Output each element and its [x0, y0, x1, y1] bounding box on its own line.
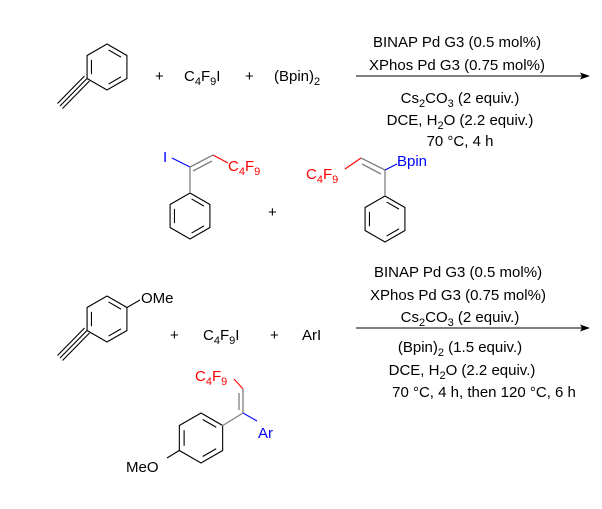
arrow-head	[580, 324, 590, 332]
reagent-c4f9i: C4F9I	[203, 327, 239, 347]
product-aryl-alkene: C4F9 Ar MeO	[126, 368, 273, 476]
plus-sign: +	[155, 68, 164, 85]
benzene-ring-product-1	[169, 192, 211, 240]
benzene-ring-phenylacetylene	[86, 43, 128, 91]
reagent-c4f9i: C4F9I	[184, 68, 220, 88]
arrow-head	[580, 72, 590, 80]
reaction-2: OMe + C4F9I + ArI BINAP Pd G3 (0.5 mol%)…	[57, 264, 590, 476]
plus-sign: +	[170, 327, 179, 344]
condition-solvent: DCE, H2O (2.2 equiv.)	[389, 362, 536, 382]
phenylacetylene	[57, 75, 90, 109]
iodo-label: I	[163, 149, 167, 166]
benzene-ring-product-2	[364, 195, 406, 243]
condition-catalyst-2: XPhos Pd G3 (0.75 mol%)	[369, 57, 545, 74]
methoxy-label: OMe	[141, 290, 174, 307]
aryl-label: Ar	[258, 425, 273, 442]
plus-sign: +	[245, 68, 254, 85]
condition-catalyst-2: XPhos Pd G3 (0.75 mol%)	[370, 287, 546, 304]
boryl-label: Bpin	[397, 153, 427, 170]
condition-base: Cs2CO3 (2 equiv.)	[401, 309, 520, 329]
plus-sign: +	[268, 204, 277, 221]
condition-temp-time: 70 °C, 4 h, then 120 °C, 6 h	[392, 384, 576, 401]
condition-boron-reagent: (Bpin)2 (1.5 equiv.)	[398, 339, 522, 359]
benzene-rings	[86, 43, 406, 464]
reagent-aryl-iodide: ArI	[302, 327, 321, 344]
benzene-ring-methoxyphenylacetylene	[86, 295, 128, 343]
reagent-bpin2: (Bpin)2	[274, 68, 320, 88]
product-boryl-alkene: C4F9 Bpin	[306, 153, 427, 196]
benzene-ring-product-3	[178, 412, 224, 464]
condition-solvent: DCE, H2O (2.2 equiv.)	[387, 112, 534, 132]
reaction-1: + C4F9I + (Bpin)2 BINAP Pd G3 (0.5 mol%)…	[57, 34, 590, 221]
condition-base: Cs2CO3 (2 equiv.)	[401, 90, 520, 110]
perfluoro-label: C4F9	[195, 368, 227, 388]
methoxyphenylacetylene: OMe	[57, 290, 174, 361]
perfluoro-label: C4F9	[306, 166, 338, 186]
methoxy-label: MeO	[126, 459, 159, 476]
product-iodo-alkene: I C4F9	[163, 149, 260, 193]
condition-temp-time: 70 °C, 4 h	[427, 133, 494, 150]
plus-sign: +	[270, 327, 279, 344]
perfluoro-label: C4F9	[228, 158, 260, 178]
condition-catalyst-1: BINAP Pd G3 (0.5 mol%)	[374, 264, 542, 281]
condition-catalyst-1: BINAP Pd G3 (0.5 mol%)	[373, 34, 541, 51]
